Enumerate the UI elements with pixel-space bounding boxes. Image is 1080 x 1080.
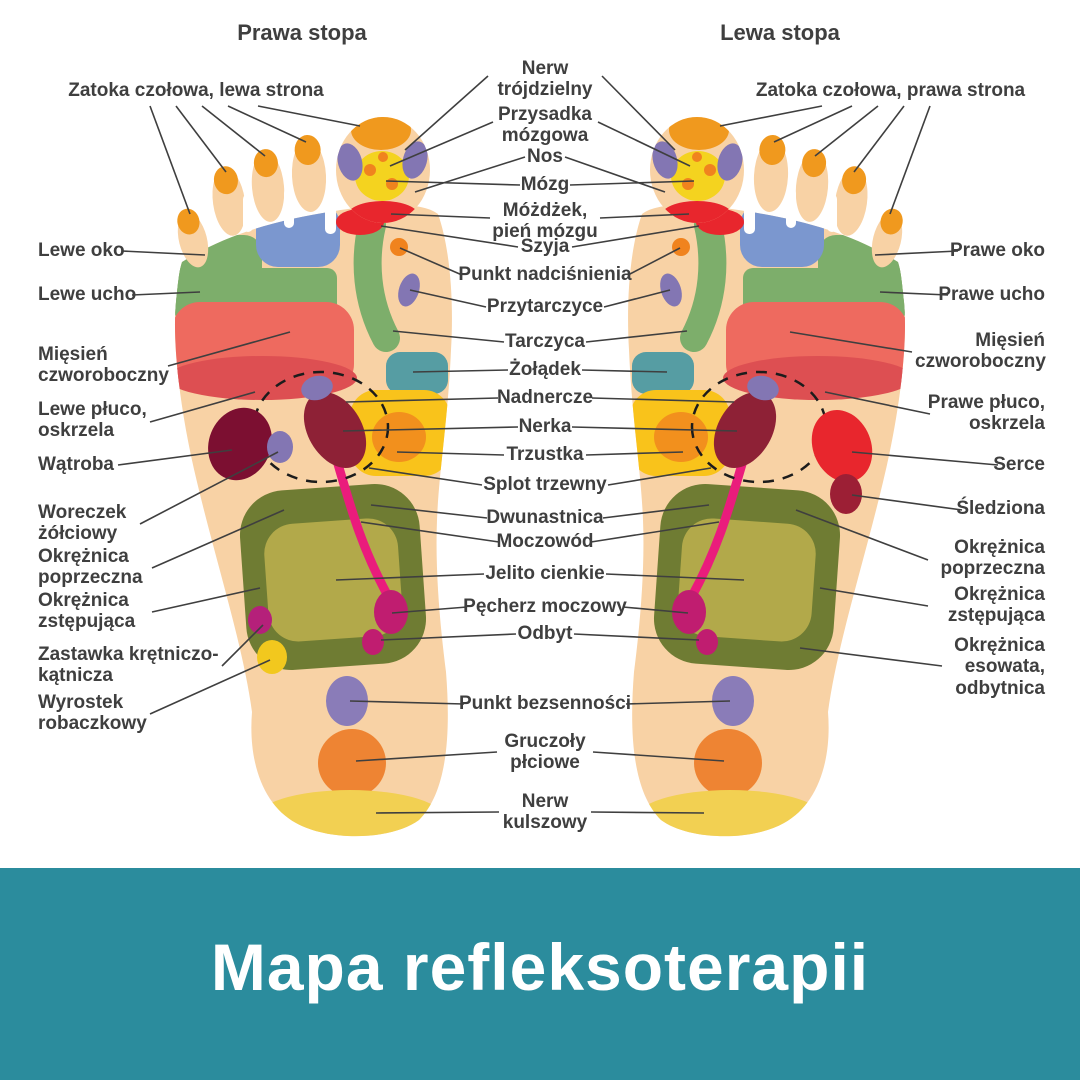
label-appendix: Wyrostek robaczkowy <box>38 692 147 735</box>
label-transverse-colon-left: Okrężnica poprzeczna <box>38 546 143 589</box>
right-foot-illustration <box>167 110 452 850</box>
label-parathyroid: Przytarczyce <box>486 296 604 317</box>
label-cerebellum: Móżdżek, pień mózgu <box>492 200 598 243</box>
label-duodenum: Dwunastnica <box>486 507 604 528</box>
label-small-intestine: Jelito cienkie <box>485 563 605 584</box>
label-nose: Nos <box>527 146 563 167</box>
label-left-ear: Lewe ucho <box>38 284 137 305</box>
left-foot-header: Lewa stopa <box>720 20 840 45</box>
label-descending-colon-left: Okrężnica zstępująca <box>38 590 136 633</box>
right-foot-specific-organs <box>208 407 293 674</box>
label-frontal-sinus-left: Zatoka czołowa, lewa strona <box>68 80 324 101</box>
left-foot-specific-organs <box>811 410 873 514</box>
label-frontal-sinus-right: Zatoka czołowa, prawa strona <box>755 80 1026 101</box>
right-foot-header: Prawa stopa <box>237 20 367 45</box>
label-left-lung: Lewe płuco, oskrzela <box>38 399 147 442</box>
label-gonads: Gruczoły płciowe <box>504 731 586 774</box>
label-right-lung: Prawe płuco, oskrzela <box>927 392 1045 435</box>
label-trapezius-left: Mięsień czworoboczny <box>38 344 169 387</box>
label-trigeminal-nerve: Nerw trójdzielny <box>497 58 593 101</box>
title-banner: Mapa refleksoterapii <box>0 868 1080 1080</box>
label-right-eye: Prawe oko <box>949 240 1045 261</box>
poster-title: Mapa refleksoterapii <box>210 930 870 1004</box>
label-bladder: Pęcherz moczowy <box>463 596 627 617</box>
label-liver: Wątroba <box>38 454 114 475</box>
left-foot-illustration <box>628 110 913 850</box>
label-insomnia-point: Punkt bezsenności <box>458 693 632 714</box>
leader-lines <box>117 75 999 814</box>
label-trapezius-right: Mięsień czworoboczny <box>915 330 1046 373</box>
label-sigmoid-colon: Okrężnica esowata, odbytnica <box>954 635 1045 699</box>
label-ureter: Moczowód <box>496 531 594 552</box>
label-brain: Mózg <box>520 174 570 195</box>
label-ileocecal-valve: Zastawka krętniczo-kątnicza <box>38 644 219 687</box>
label-kidney: Nerka <box>518 416 572 437</box>
label-solar-plexus: Splot trzewny <box>483 474 607 495</box>
label-stomach: Żołądek <box>509 359 581 380</box>
label-thyroid: Tarczyca <box>505 331 585 352</box>
label-anus: Odbyt <box>517 623 573 644</box>
label-pituitary: Przysadka mózgowa <box>497 104 592 147</box>
label-gallbladder: Woreczek żółciowy <box>38 502 127 545</box>
label-sciatic-nerve: Nerw kulszowy <box>502 791 588 834</box>
label-adrenal: Nadnercze <box>496 387 594 408</box>
label-spleen: Śledziona <box>956 498 1045 519</box>
label-hypertension-point: Punkt nadciśnienia <box>458 264 632 285</box>
label-right-ear: Prawe ucho <box>938 284 1045 305</box>
label-pancreas: Trzustka <box>506 444 584 465</box>
label-descending-colon-right: Okrężnica zstępująca <box>947 584 1045 627</box>
label-left-eye: Lewe oko <box>38 240 125 261</box>
label-heart: Serce <box>993 454 1045 475</box>
label-transverse-colon-right: Okrężnica poprzeczna <box>940 537 1045 580</box>
label-neck: Szyja <box>520 236 570 257</box>
